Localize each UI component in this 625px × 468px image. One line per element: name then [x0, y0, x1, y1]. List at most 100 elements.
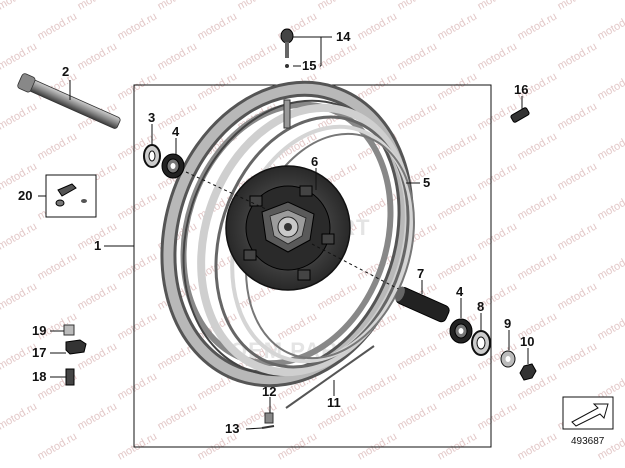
callout-6: 6 [311, 154, 318, 169]
watermark-text: motod.ru [36, 130, 80, 162]
wheel-hub [225, 165, 351, 291]
valve-kit-box [45, 174, 97, 218]
callout-17: 17 [32, 345, 46, 360]
balance-rod [285, 345, 375, 409]
watermark-text: motod.ru [236, 40, 280, 72]
watermark-text: motod.ru [0, 100, 39, 132]
callout-1: 1 [94, 238, 101, 253]
callouts: 1 2 3 4 4 5 6 7 8 9 10 11 12 13 14 15 16… [18, 29, 534, 436]
watermark-text: motod.ru [436, 250, 480, 282]
watermark-text: motod.ru [436, 10, 480, 42]
callout-5: 5 [423, 175, 430, 190]
watermark-text: motod.ru [0, 40, 39, 72]
watermark-text: motod.ru [196, 10, 240, 42]
watermark-text: motod.ru [556, 160, 600, 192]
watermark-text: motod.ru [396, 0, 440, 13]
watermark-text: motod.ru [396, 400, 440, 432]
watermark-text: motod.ru [596, 310, 625, 342]
watermark-text: motod.ru [556, 0, 600, 13]
watermark-text: motod.ru [356, 370, 400, 402]
watermark-text: motod.ru [396, 40, 440, 72]
watermark-text: motod.ru [116, 370, 160, 402]
watermark-text: motod.ru [76, 0, 120, 13]
watermark-text: motod.ru [436, 130, 480, 162]
callout-4-right: 4 [456, 284, 464, 299]
watermark-text: motod.ru [0, 220, 39, 252]
hex-nut [519, 363, 537, 381]
callout-11: 11 [327, 395, 341, 410]
callout-16: 16 [514, 82, 528, 97]
watermark-text: motod.ru [476, 40, 520, 72]
direction-arrow-box: 493687 [562, 396, 614, 447]
watermark-text: motod.ru [556, 220, 600, 252]
axis-line-right [311, 243, 409, 295]
leader-lines [38, 36, 529, 430]
callout-14: 14 [336, 29, 351, 44]
watermark-text: motod.ru [396, 100, 440, 132]
callout-13: 13 [225, 421, 239, 436]
spacer-sleeve [395, 286, 450, 323]
callout-3: 3 [148, 110, 155, 125]
balance-weight [510, 107, 530, 123]
watermark-text: motod.ru [516, 250, 560, 282]
watermark-text: motod.ru [116, 10, 160, 42]
watermark-text: motod.ru [556, 280, 600, 312]
tpms-sensor-parts [63, 324, 87, 386]
tire-valve [280, 28, 294, 68]
watermark-text: motod.ru [556, 100, 600, 132]
watermark-text: motod.ru [556, 340, 600, 372]
watermark-text: motod.ru [556, 40, 600, 72]
valve-seat [283, 99, 291, 129]
watermark-text: motod.ru [476, 160, 520, 192]
callout-2: 2 [62, 64, 69, 79]
watermark-text: motod.ru [596, 250, 625, 282]
watermark-text: motod.ru [316, 0, 360, 13]
watermark-text: motod.ru [516, 430, 560, 462]
watermark-text: motod.ru [356, 10, 400, 42]
callout-4-left: 4 [172, 124, 180, 139]
shaft-seal-right [471, 330, 491, 356]
watermark-text: motod.ru [396, 340, 440, 372]
watermark-text: motod.ru [436, 190, 480, 222]
watermark-text: motod.ru [516, 10, 560, 42]
watermark-text: motod.ru [76, 400, 120, 432]
watermark-text: motod.ru [116, 310, 160, 342]
watermark-text: motod.ru [516, 130, 560, 162]
watermark-text: motod.ru [596, 130, 625, 162]
watermark-text: motod.ru [316, 280, 360, 312]
watermark-text: motod.ru [596, 70, 625, 102]
callout-7: 7 [417, 266, 424, 281]
watermark-text: motod.ru [116, 70, 160, 102]
watermark-text: motod.ru [36, 430, 80, 462]
watermark-text: motod.ru [156, 40, 200, 72]
watermark-text: motod.ru [156, 400, 200, 432]
callout-12: 12 [262, 384, 276, 399]
bearing-left [161, 153, 185, 179]
watermark-text: motod.ru [76, 40, 120, 72]
watermark-text: motod.ru [36, 250, 80, 282]
watermark-text: motod.ru [236, 0, 280, 13]
small-screw [261, 412, 275, 429]
diagram-number: 493687 [571, 436, 605, 447]
watermark-text: motod.ru [596, 190, 625, 222]
bearing-right [449, 318, 473, 344]
watermark-text: motod.ru [316, 40, 360, 72]
watermark-text: motod.ru [516, 190, 560, 222]
watermark-text: motod.ru [476, 0, 520, 13]
callout-8: 8 [477, 299, 484, 314]
watermark-text: motod.ru [476, 400, 520, 432]
axle [17, 73, 121, 129]
watermark-text: motod.ru [436, 370, 480, 402]
watermark-text: motod.ru [36, 10, 80, 42]
shaft-seal-left [143, 144, 161, 168]
callout-10: 10 [520, 334, 534, 349]
watermark-text: motod.ru [356, 70, 400, 102]
watermark-text: motod.ru [436, 70, 480, 102]
callout-20: 20 [18, 188, 32, 203]
watermark-text: motod.ru [0, 0, 39, 13]
watermark-text: motod.ru [156, 0, 200, 13]
wheel-rim [160, 80, 415, 388]
callout-15: 15 [302, 58, 316, 73]
washer [500, 350, 516, 368]
